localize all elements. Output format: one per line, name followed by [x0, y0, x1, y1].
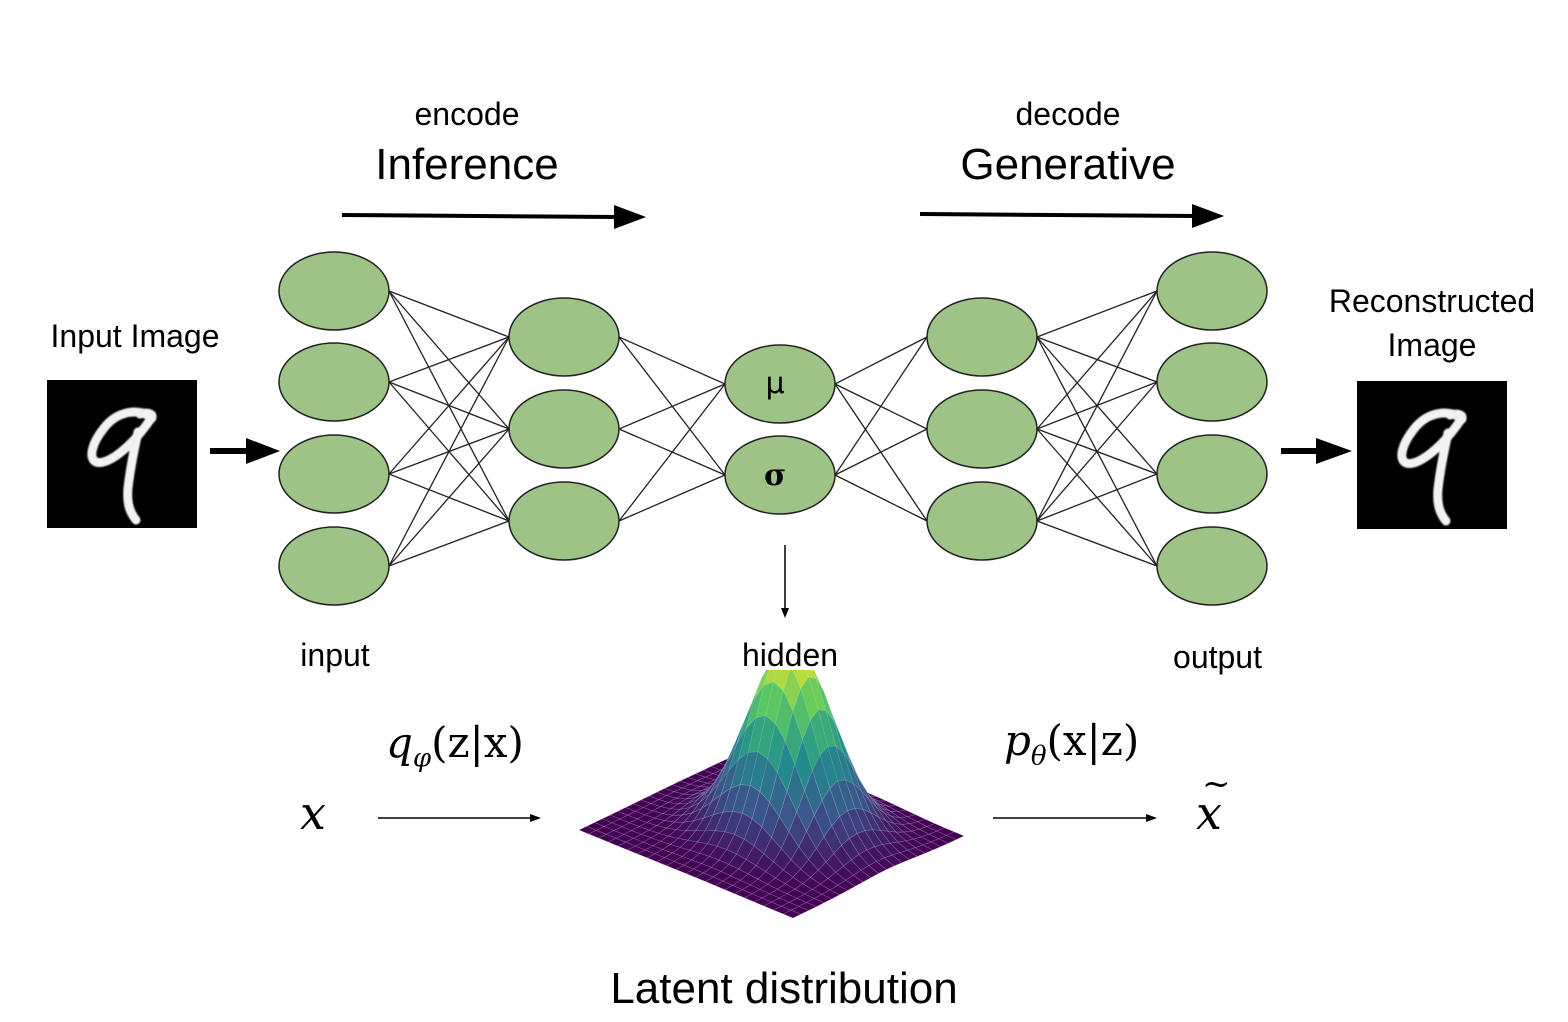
input-node-2 [278, 434, 390, 514]
encode-arrow [341, 205, 646, 229]
input-node-3 [278, 526, 390, 606]
input-digit-image [47, 380, 197, 528]
mu-node-label: μ [765, 366, 785, 401]
encode-label: encode [414, 96, 520, 132]
hidden-layer-label: hidden [741, 637, 839, 673]
surface-cell-21-13 [883, 854, 903, 867]
edge-encoder-hidden-2-to-latent-1 [618, 474, 726, 522]
output-node-3 [1156, 526, 1268, 606]
reconstructed-digit-image [1357, 381, 1507, 529]
output-node-1 [1156, 342, 1268, 422]
edge-input-2-to-encoder-hidden-0 [388, 336, 510, 475]
latent-gaussian-surface [578, 670, 965, 919]
encoder-dist-q: q [386, 718, 413, 767]
edge-latent-1-to-decoder-hidden-2 [834, 474, 928, 522]
edge-input-0-to-encoder-hidden-0 [388, 290, 510, 338]
reconstructed-image-title-line2: Image [1387, 327, 1477, 363]
input-image-title: Input Image [50, 318, 220, 354]
decoder-dist-p: p [1004, 716, 1031, 765]
decoder-distribution-label: pθ(x|z) [1004, 716, 1139, 771]
edge-decoder-hidden-2-to-output-1 [1036, 381, 1158, 522]
decode-label: decode [1015, 96, 1121, 132]
x-symbol: x [300, 786, 326, 840]
edge-encoder-hidden-0-to-latent-0 [618, 336, 726, 385]
edge-decoder-hidden-2-to-output-3 [1036, 520, 1158, 567]
decoder-dist-arrow [993, 814, 1157, 822]
surface-cell-21-0 [782, 909, 802, 919]
edge-input-3-to-encoder-hidden-2 [388, 520, 510, 567]
network-edges [388, 290, 1158, 567]
x-tilde-base: x [1196, 786, 1222, 840]
surface-cell-21-18 [922, 841, 942, 851]
decoder-hidden-node-0 [926, 297, 1038, 377]
decoder-hidden-node-1 [926, 389, 1038, 469]
edge-latent-0-to-decoder-hidden-0 [834, 336, 928, 385]
edge-decoder-hidden-1-to-output-0 [1036, 290, 1158, 430]
network-nodes [278, 251, 1268, 606]
x-tilde-symbol: ~x [1196, 764, 1231, 840]
output-node-2 [1156, 434, 1268, 514]
output-node-0 [1156, 251, 1268, 331]
decoder-dist-theta: θ [1030, 741, 1047, 772]
generative-label: Generative [960, 140, 1176, 189]
surface-cell-21-4 [813, 893, 833, 904]
reconstructed-image-title-line1: Reconstructed [1328, 283, 1536, 319]
sigma-node-label: σ [763, 458, 787, 493]
input-layer-label: input [300, 637, 370, 673]
edge-encoder-hidden-1-to-latent-0 [618, 383, 726, 430]
input-to-network-arrow [210, 438, 280, 464]
network-to-output-arrow [1281, 438, 1352, 464]
encoder-dist-arrow [378, 814, 541, 822]
encoder-hidden-node-2 [508, 481, 620, 561]
tilde-mark: ~ [1202, 764, 1231, 804]
latent-distribution-caption: Latent distribution [610, 964, 958, 1013]
edge-latent-1-to-decoder-hidden-1 [834, 428, 928, 476]
surface-cell-21-12 [875, 857, 895, 870]
edge-decoder-hidden-2-to-output-0 [1036, 290, 1158, 522]
latent-node-0 [724, 344, 836, 424]
inference-label: Inference [375, 140, 559, 189]
edge-decoder-hidden-2-to-output-2 [1036, 473, 1158, 522]
encoder-dist-args: (z|x) [431, 718, 524, 767]
decode-arrow [919, 204, 1224, 228]
edge-input-3-to-encoder-hidden-1 [388, 428, 510, 567]
encoder-hidden-node-0 [508, 297, 620, 377]
surface-cell-21-11 [868, 861, 887, 874]
encoder-dist-phi: φ [412, 743, 432, 774]
decoder-dist-args: (x|z) [1046, 716, 1140, 765]
latent-sample-arrow [781, 545, 789, 618]
edge-decoder-hidden-0-to-output-0 [1036, 290, 1158, 338]
output-layer-label: output [1173, 639, 1262, 675]
edge-input-3-to-encoder-hidden-0 [388, 336, 510, 567]
encoder-hidden-node-1 [508, 389, 620, 469]
encoder-distribution-label: qφ(z|x) [386, 718, 524, 773]
edge-encoder-hidden-2-to-latent-0 [618, 383, 726, 522]
surface-cell-21-3 [805, 898, 825, 908]
input-node-1 [278, 342, 390, 422]
latent-node-1 [724, 435, 836, 515]
edge-input-1-to-encoder-hidden-0 [388, 336, 510, 383]
edge-latent-1-to-decoder-hidden-0 [834, 336, 928, 476]
decoder-hidden-node-2 [926, 481, 1038, 561]
input-node-0 [278, 251, 390, 331]
